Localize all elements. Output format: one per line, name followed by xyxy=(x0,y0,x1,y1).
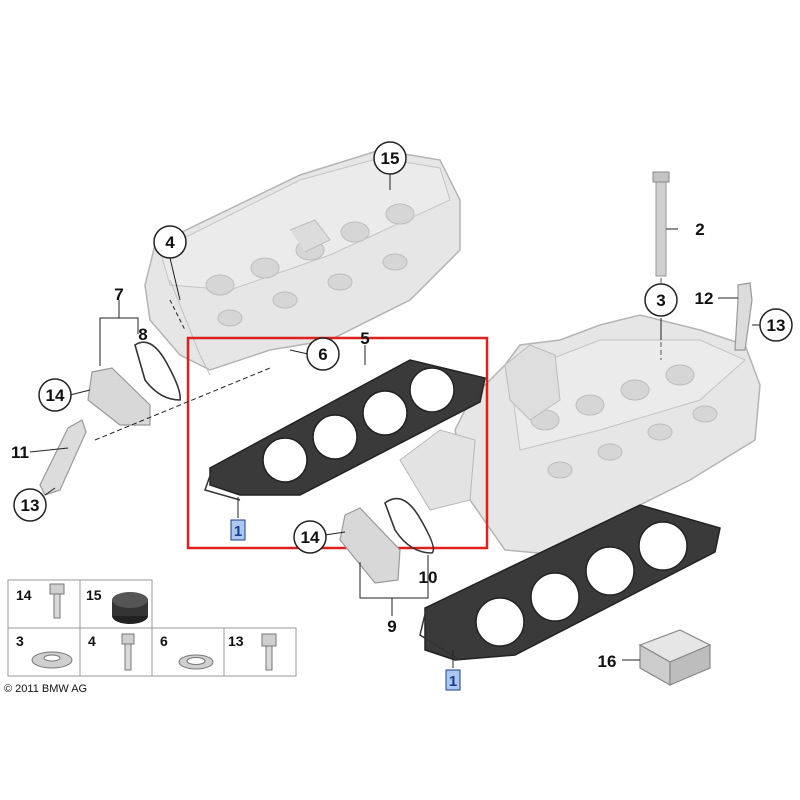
head-gasket-spare xyxy=(419,504,721,661)
washer-6-icon xyxy=(178,654,214,670)
legend-label-13: 13 xyxy=(228,633,244,649)
callout-14-right: 14 xyxy=(293,520,327,554)
bracket-left xyxy=(39,419,87,496)
svg-text:4: 4 xyxy=(165,233,175,252)
callout-4: 4 xyxy=(153,225,187,259)
washer-3-icon xyxy=(31,651,73,669)
bracket-right xyxy=(734,282,753,351)
callout-11: 11 xyxy=(11,443,29,462)
svg-text:15: 15 xyxy=(381,149,400,168)
seal-cap-icon xyxy=(112,592,148,624)
cover-left xyxy=(87,341,182,426)
callout-9: 9 xyxy=(387,617,396,636)
cylinder-head-lower-right xyxy=(399,314,761,556)
svg-text:13: 13 xyxy=(21,496,40,515)
svg-text:1: 1 xyxy=(234,523,242,540)
small-parts-legend: 14 15 3 4 6 13 xyxy=(7,579,297,677)
cylinder-head-upper xyxy=(144,149,461,376)
head-gasket-highlighted xyxy=(204,359,486,501)
callout-3: 3 xyxy=(644,283,678,317)
callout-5: 5 xyxy=(360,329,369,348)
bolt-13-icon xyxy=(261,633,277,671)
callout-13-left: 13 xyxy=(13,488,47,522)
bolt-14-icon xyxy=(49,583,65,619)
copyright-text: © 2011 BMW AG xyxy=(4,683,88,695)
bolt-4-icon xyxy=(121,633,135,671)
legend-label-3: 3 xyxy=(16,633,24,649)
legend-label-6: 6 xyxy=(160,633,168,649)
callout-13-right: 13 xyxy=(759,308,793,342)
callout-16: 16 xyxy=(598,652,617,671)
callout-1-lower: 1 xyxy=(445,669,461,691)
svg-text:13: 13 xyxy=(767,316,786,335)
svg-text:3: 3 xyxy=(656,291,665,310)
callout-15: 15 xyxy=(373,141,407,175)
legend-label-14: 14 xyxy=(16,587,32,603)
callout-2: 2 xyxy=(695,220,704,239)
callout-14-left: 14 xyxy=(38,378,72,412)
highlight-box xyxy=(186,336,489,550)
gasket-set-box xyxy=(638,629,712,687)
callout-6: 6 xyxy=(306,337,340,371)
leader-lines xyxy=(29,174,760,668)
svg-text:14: 14 xyxy=(301,528,320,547)
svg-text:6: 6 xyxy=(318,345,327,364)
callout-12: 12 xyxy=(695,289,714,308)
svg-text:1: 1 xyxy=(449,673,457,690)
callout-1-highlighted: 1 xyxy=(230,519,246,541)
cover-right xyxy=(339,497,435,584)
callout-8: 8 xyxy=(138,325,147,344)
legend-label-15: 15 xyxy=(86,587,102,603)
svg-text:14: 14 xyxy=(46,386,65,405)
callout-10: 10 xyxy=(419,568,438,587)
callout-7: 7 xyxy=(114,285,123,304)
legend-label-4: 4 xyxy=(88,633,96,649)
